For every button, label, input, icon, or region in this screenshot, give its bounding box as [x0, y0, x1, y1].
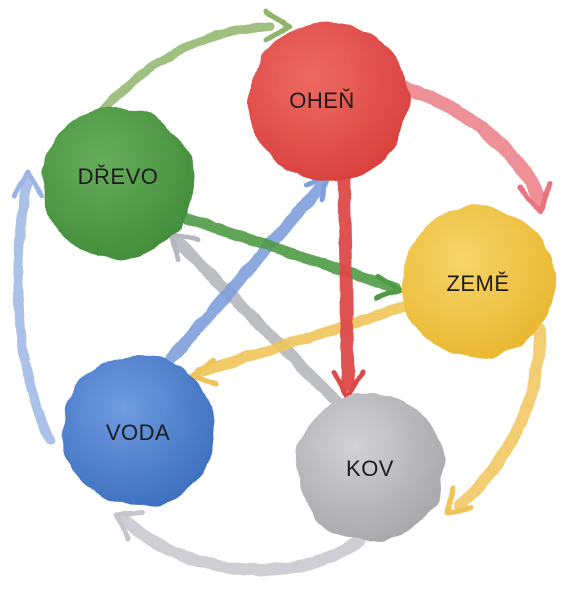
node-voda-blob	[62, 354, 214, 506]
arrowhead-ohen-to-zeme	[517, 181, 553, 215]
arrow-kov-to-drevo	[172, 236, 356, 421]
node-ohen-blob	[248, 22, 408, 182]
arrow-zeme-to-voda	[194, 299, 416, 378]
label-voda: VODA	[106, 420, 170, 445]
arrow-drevo-to-ohen	[85, 21, 275, 133]
arrowhead-drevo-to-ohen	[263, 9, 293, 43]
arrow-voda-to-ohen	[164, 179, 328, 366]
label-kov: KOV	[346, 456, 394, 481]
node-drevo-blob	[42, 107, 194, 259]
label-ohen: OHEŇ	[289, 88, 355, 113]
label-drevo: DŘEVO	[78, 164, 159, 189]
arrow-zeme-to-kov	[454, 324, 546, 511]
arrow-ohen-to-kov	[337, 153, 355, 392]
arrow-ohen-to-zeme	[373, 73, 547, 207]
arrowhead-drevo-to-zeme	[373, 273, 403, 301]
arrowhead-zeme-to-kov	[445, 485, 475, 515]
node-zeme-blob	[402, 206, 554, 358]
label-zeme: ZEMĚ	[446, 271, 509, 296]
node-kov-blob	[296, 393, 444, 541]
arrowhead-zeme-to-voda	[189, 357, 219, 387]
arrowhead-voda-to-drevo	[11, 169, 45, 199]
arrow-voda-to-drevo	[12, 175, 55, 445]
arrowhead-kov-to-voda	[113, 509, 145, 541]
arrow-kov-to-voda	[119, 514, 366, 576]
arrow-drevo-to-zeme	[172, 209, 401, 294]
